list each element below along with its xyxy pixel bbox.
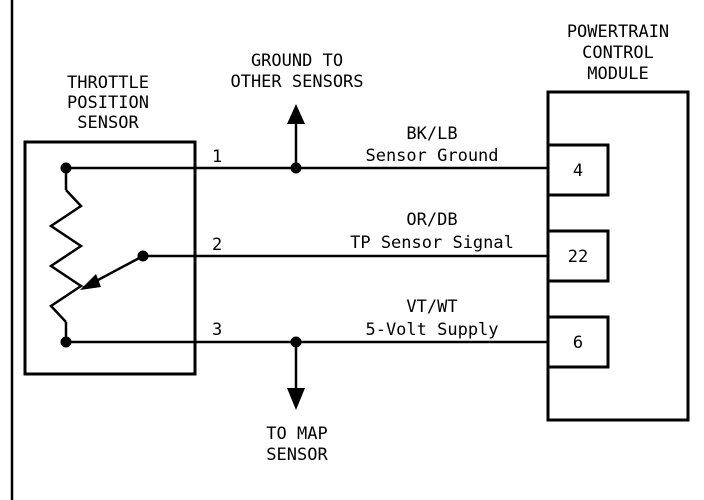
sensor-title-line-2: POSITION (67, 93, 149, 113)
ground-note-line-2: OTHER SENSORS (230, 72, 363, 92)
map-note-line-1: TO MAP (266, 424, 327, 444)
pcm-title-line-3: MODULE (587, 64, 648, 84)
map-branch-arrow (287, 342, 305, 410)
map-note-line-2: SENSOR (266, 445, 328, 465)
wire-2-color-code: OR/DB (406, 210, 457, 230)
wire-3-function: 5-Volt Supply (365, 320, 498, 340)
wire-1-color-code: BK/LB (406, 124, 457, 144)
wire-3-color-code: VT/WT (406, 297, 457, 317)
pcm-pin-box-22 (546, 229, 610, 283)
pcm-title-line-1: POWERTRAIN (567, 22, 669, 42)
pcm-pin-22-label: 22 (568, 247, 588, 267)
map-note: TO MAP SENSOR (266, 424, 328, 465)
pcm-title: POWERTRAIN CONTROL MODULE (567, 22, 669, 84)
ground-note-line-1: GROUND TO (251, 51, 343, 71)
pcm-title-line-2: CONTROL (582, 43, 654, 63)
sensor-title-line-3: SENSOR (77, 113, 139, 133)
ground-branch-arrow (287, 104, 305, 168)
wire-1-function: Sensor Ground (365, 146, 498, 166)
pcm-pin-4-label: 4 (573, 161, 583, 181)
sensor-box (23, 140, 197, 376)
wire-2-function: TP Sensor Signal (350, 233, 514, 253)
pcm-pin-box-6 (546, 315, 610, 369)
wire-number-1: 1 (212, 147, 222, 167)
wire-number-3: 3 (212, 320, 222, 340)
pcm-pin-6-label: 6 (573, 333, 583, 353)
sensor-title: THROTTLE POSITION SENSOR (67, 73, 149, 133)
pcm-pin-box-4 (546, 143, 610, 197)
wire-number-2: 2 (212, 235, 222, 255)
sensor-title-line-1: THROTTLE (67, 73, 149, 93)
ground-note: GROUND TO OTHER SENSORS (230, 51, 363, 92)
